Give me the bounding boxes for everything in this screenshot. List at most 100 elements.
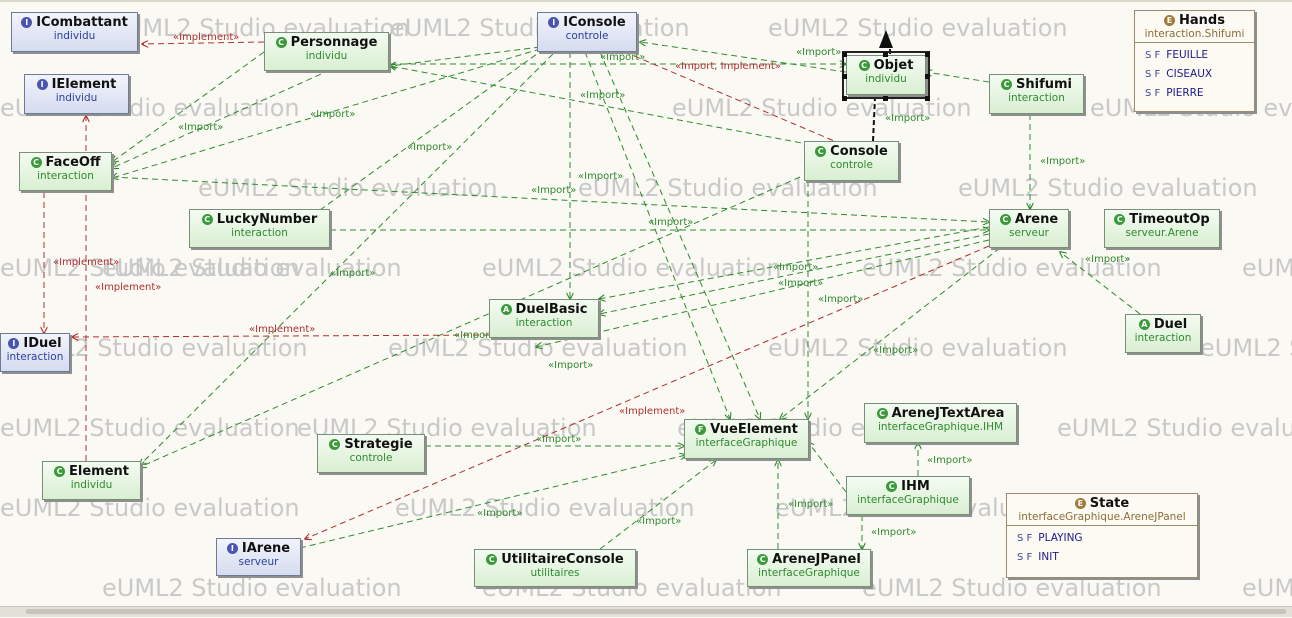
node-vueelement-package: interfaceGraphique bbox=[695, 437, 798, 449]
selection-handle[interactable] bbox=[883, 96, 888, 101]
import-stereotype-label: «Import» bbox=[1040, 156, 1085, 167]
static-final-field-icon: S F bbox=[1017, 552, 1033, 563]
interface-icon: I bbox=[21, 17, 33, 28]
class-icon: C bbox=[886, 481, 898, 492]
import-dependency-edge[interactable] bbox=[112, 51, 265, 162]
selection-handle[interactable] bbox=[883, 52, 888, 57]
static-final-field-icon: S F bbox=[1145, 50, 1161, 61]
import-stereotype-label: «Import» bbox=[578, 171, 623, 182]
import-dependency-edge[interactable] bbox=[536, 239, 990, 347]
node-state-package: interfaceGraphique.AreneJPanel bbox=[1007, 511, 1197, 526]
abstract-class-icon: A bbox=[500, 304, 512, 315]
selection-handle[interactable] bbox=[842, 96, 847, 101]
implements-edge[interactable] bbox=[624, 51, 860, 152]
import-stereotype-label: «Import» bbox=[477, 508, 522, 519]
node-console-package: controle bbox=[830, 159, 873, 171]
node-shifumi-package: interaction bbox=[1008, 92, 1065, 104]
implements-edge[interactable] bbox=[142, 42, 265, 44]
import-stereotype-label: «Import» bbox=[648, 217, 693, 228]
horizontal-scrollbar[interactable] bbox=[0, 606, 1292, 617]
import-dependency-edge[interactable] bbox=[390, 46, 541, 66]
class-icon: C bbox=[876, 408, 888, 419]
node-faceoff-package: interaction bbox=[37, 170, 94, 182]
node-iduel-package: interaction bbox=[6, 351, 64, 363]
import-dependency-edge[interactable] bbox=[111, 176, 989, 222]
import-stereotype-label: «Import» bbox=[788, 499, 833, 510]
import-stereotype-label: «Import» bbox=[548, 360, 593, 371]
import-dependency-edge[interactable] bbox=[926, 72, 990, 83]
import-dependency-edge[interactable] bbox=[808, 442, 847, 493]
static-final-field-icon: S F bbox=[1017, 533, 1033, 544]
import-dependency-edge[interactable] bbox=[319, 46, 548, 211]
implements-edge[interactable] bbox=[305, 245, 990, 539]
import-dependency-edge[interactable] bbox=[299, 455, 686, 549]
import-stereotype-label: «Import» bbox=[310, 109, 355, 120]
import-dependency-edge[interactable] bbox=[112, 45, 551, 178]
import-dependency-edge[interactable] bbox=[584, 51, 730, 419]
import-dependency-edge[interactable] bbox=[599, 51, 760, 419]
import-stereotype-label: «Import» bbox=[178, 122, 223, 133]
generalization-edge[interactable] bbox=[872, 96, 876, 142]
import-dependency-edge[interactable] bbox=[599, 460, 716, 550]
import-dependency-edge[interactable] bbox=[1060, 252, 1141, 315]
import-dependency-edge[interactable] bbox=[599, 226, 990, 299]
scrollbar-thumb[interactable] bbox=[26, 609, 1286, 614]
import-dependency-edge[interactable] bbox=[780, 247, 1001, 419]
import-dependency-edge[interactable] bbox=[140, 46, 561, 465]
import-dependency-edge[interactable] bbox=[140, 176, 801, 467]
selection-handle[interactable] bbox=[842, 74, 847, 79]
implements-edge[interactable] bbox=[72, 335, 490, 337]
node-iconsole-package: controle bbox=[565, 30, 609, 42]
selection-handle[interactable] bbox=[925, 52, 930, 57]
selection-handle[interactable] bbox=[925, 96, 930, 101]
class-icon: C bbox=[999, 214, 1011, 225]
import-dependency-edge[interactable] bbox=[112, 69, 331, 168]
generalization-arrowhead bbox=[879, 30, 893, 48]
interface-icon: I bbox=[8, 338, 20, 349]
import-dependency-edge[interactable] bbox=[640, 42, 847, 73]
class-icon: C bbox=[757, 554, 769, 565]
selection-handle[interactable] bbox=[925, 74, 930, 79]
import-dependency-edge[interactable] bbox=[390, 66, 851, 153]
node-arene-package: serveur bbox=[1009, 227, 1049, 239]
import-dependency-edge[interactable] bbox=[599, 233, 990, 314]
selection-handle[interactable] bbox=[842, 52, 847, 57]
